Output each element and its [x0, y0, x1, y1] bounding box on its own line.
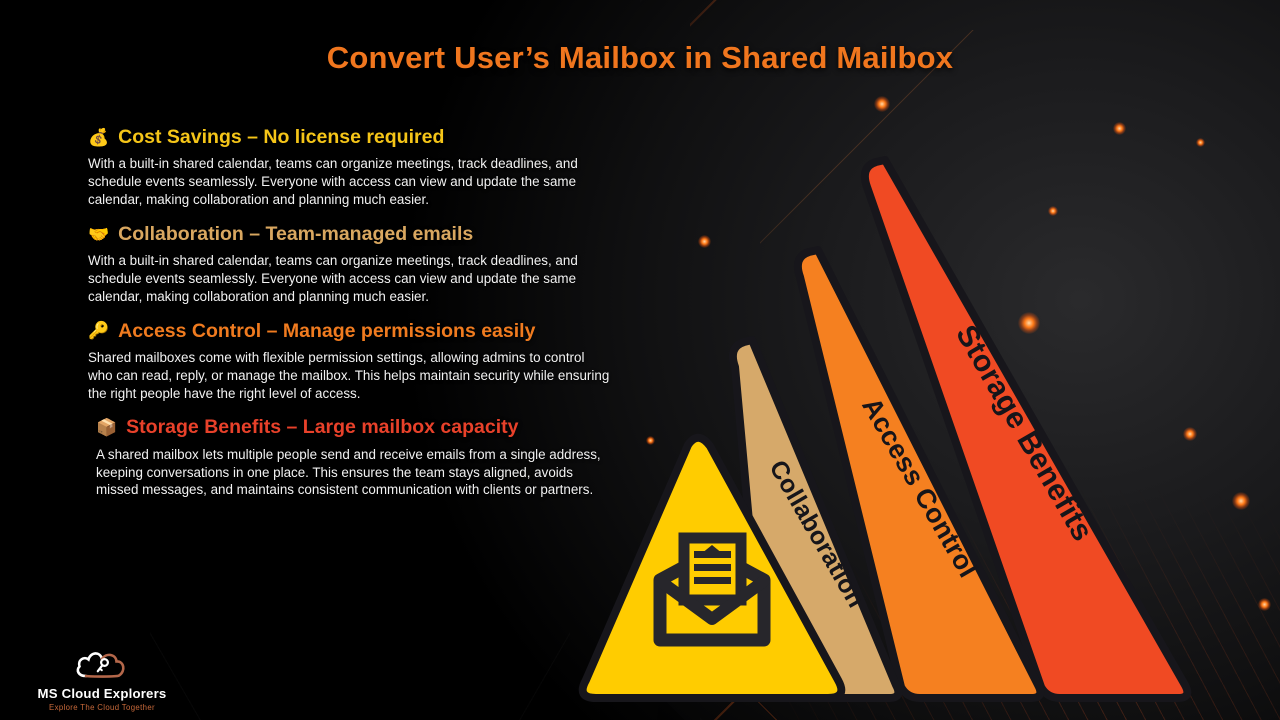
- cloud-icon: [76, 652, 125, 678]
- benefit-body: Shared mailboxes come with flexible perm…: [88, 350, 610, 401]
- glow-spark-icon: [646, 436, 655, 445]
- benefit-heading: 📦 Storage Benefits – Large mailbox capac…: [96, 416, 636, 438]
- handshake-emoji: 🤝: [88, 224, 110, 244]
- glow-spark-icon: [1258, 598, 1271, 611]
- benefits-list: 💰 Cost Savings – No license required Wit…: [88, 126, 636, 513]
- brand-tagline: Explore The Cloud Together: [49, 703, 155, 712]
- glow-spark-icon: [874, 96, 890, 112]
- page-title: Convert User’s Mailbox in Shared Mailbox: [326, 40, 954, 75]
- benefit-body: A shared mailbox lets multiple people se…: [96, 446, 601, 498]
- benefit-block-collaboration: 🤝 Collaboration – Team-managed emails Wi…: [88, 223, 636, 306]
- open-envelope-icon: [653, 532, 771, 647]
- benefit-block-cost-savings: 💰 Cost Savings – No license required Wit…: [88, 126, 636, 209]
- package-emoji: 📦: [96, 418, 118, 438]
- glow-spark-icon: [1183, 427, 1197, 441]
- benefit-body: With a built-in shared calendar, teams c…: [88, 156, 578, 208]
- background-hex-pattern: [150, 540, 570, 720]
- glow-spark-icon: [1048, 206, 1058, 216]
- benefit-heading-label: Cost Savings – No license required: [118, 126, 445, 148]
- benefit-block-access-control: 🔑 Access Control – Manage permissions ea…: [88, 320, 636, 403]
- glow-spark-icon: [1196, 138, 1205, 147]
- benefit-body: With a built-in shared calendar, teams c…: [88, 253, 578, 304]
- benefit-heading-label: Access Control – Manage permissions easi…: [118, 319, 536, 342]
- brand-logo[interactable]: MS Cloud Explorers Explore The Cloud Tog…: [14, 648, 190, 712]
- benefit-block-storage-benefits: 📦 Storage Benefits – Large mailbox capac…: [96, 416, 636, 499]
- benefit-heading: 🔑 Access Control – Manage permissions ea…: [88, 320, 636, 342]
- glow-spark-icon: [1232, 492, 1250, 510]
- pyramid-core[interactable]: [578, 433, 846, 702]
- benefit-heading-label: Collaboration – Team-managed emails: [118, 222, 474, 245]
- benefit-heading: 💰 Cost Savings – No license required: [88, 126, 636, 148]
- benefit-heading: 🤝 Collaboration – Team-managed emails: [88, 223, 636, 245]
- money-bag-emoji: 💰: [88, 127, 110, 147]
- benefit-heading-label: Storage Benefits – Large mailbox capacit…: [126, 416, 519, 439]
- key-emoji: 🔑: [88, 321, 110, 341]
- pyramid-diagram: Storage Benefits Access Control Collabor…: [560, 140, 1240, 710]
- brand-name: MS Cloud Explorers: [37, 686, 167, 701]
- glow-spark-icon: [1113, 122, 1126, 135]
- glow-spark-icon: [698, 235, 711, 248]
- glow-spark-icon: [1018, 312, 1040, 334]
